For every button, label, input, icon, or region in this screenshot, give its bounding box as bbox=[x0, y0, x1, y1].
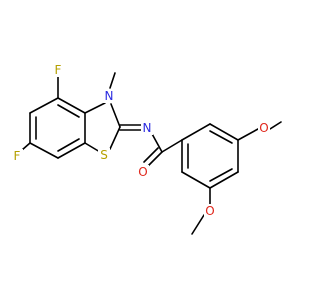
thiazole-nitrogen-label: N bbox=[105, 89, 114, 103]
bond bbox=[269, 121, 282, 130]
bond bbox=[209, 171, 239, 189]
sulfur-label: S bbox=[100, 148, 108, 162]
bond bbox=[147, 151, 163, 167]
bond bbox=[237, 128, 259, 141]
bond bbox=[110, 103, 121, 128]
atom-carbonyl-oxygen: O bbox=[137, 165, 149, 179]
atom-fluorine-left: F bbox=[11, 149, 23, 163]
bond bbox=[84, 102, 106, 114]
bond bbox=[84, 142, 101, 153]
bond bbox=[161, 139, 183, 153]
bond bbox=[109, 72, 116, 89]
bond bbox=[57, 138, 80, 152]
atom-labels: F F N N S O O bbox=[11, 63, 270, 218]
molecule-diagram: F F N N S O O bbox=[11, 63, 282, 235]
fluorine-left-label: F bbox=[14, 149, 21, 163]
atom-fluorine-top: F bbox=[52, 63, 64, 77]
methoxy-oxygen-meta-label: O bbox=[205, 204, 214, 218]
bond bbox=[21, 142, 31, 151]
bond bbox=[29, 142, 59, 159]
atom-imine-nitrogen: N bbox=[141, 121, 153, 135]
bond bbox=[209, 130, 233, 144]
bond bbox=[150, 131, 163, 153]
bond bbox=[181, 171, 211, 189]
structure-drawing: F F N N S O O bbox=[11, 63, 282, 235]
bond-layer bbox=[21, 72, 282, 235]
bond bbox=[181, 123, 211, 141]
imine-nitrogen-label: N bbox=[143, 121, 152, 135]
atom-methoxy-oxygen-meta: O bbox=[204, 204, 216, 218]
atom-thiazole-nitrogen: N bbox=[103, 89, 115, 103]
bond bbox=[143, 147, 159, 163]
bond bbox=[57, 142, 86, 159]
bond bbox=[209, 168, 233, 182]
bond bbox=[29, 97, 59, 114]
bond bbox=[57, 104, 80, 118]
atom-sulfur: S bbox=[98, 148, 110, 162]
fluorine-top-label: F bbox=[55, 63, 62, 77]
bond bbox=[209, 123, 239, 141]
atom-methoxy-oxygen-para: O bbox=[258, 121, 270, 135]
methoxy-oxygen-para-label: O bbox=[259, 121, 268, 135]
bond bbox=[57, 97, 86, 114]
bond bbox=[109, 126, 121, 150]
bond bbox=[191, 214, 205, 235]
carbonyl-oxygen-label: O bbox=[138, 165, 147, 179]
